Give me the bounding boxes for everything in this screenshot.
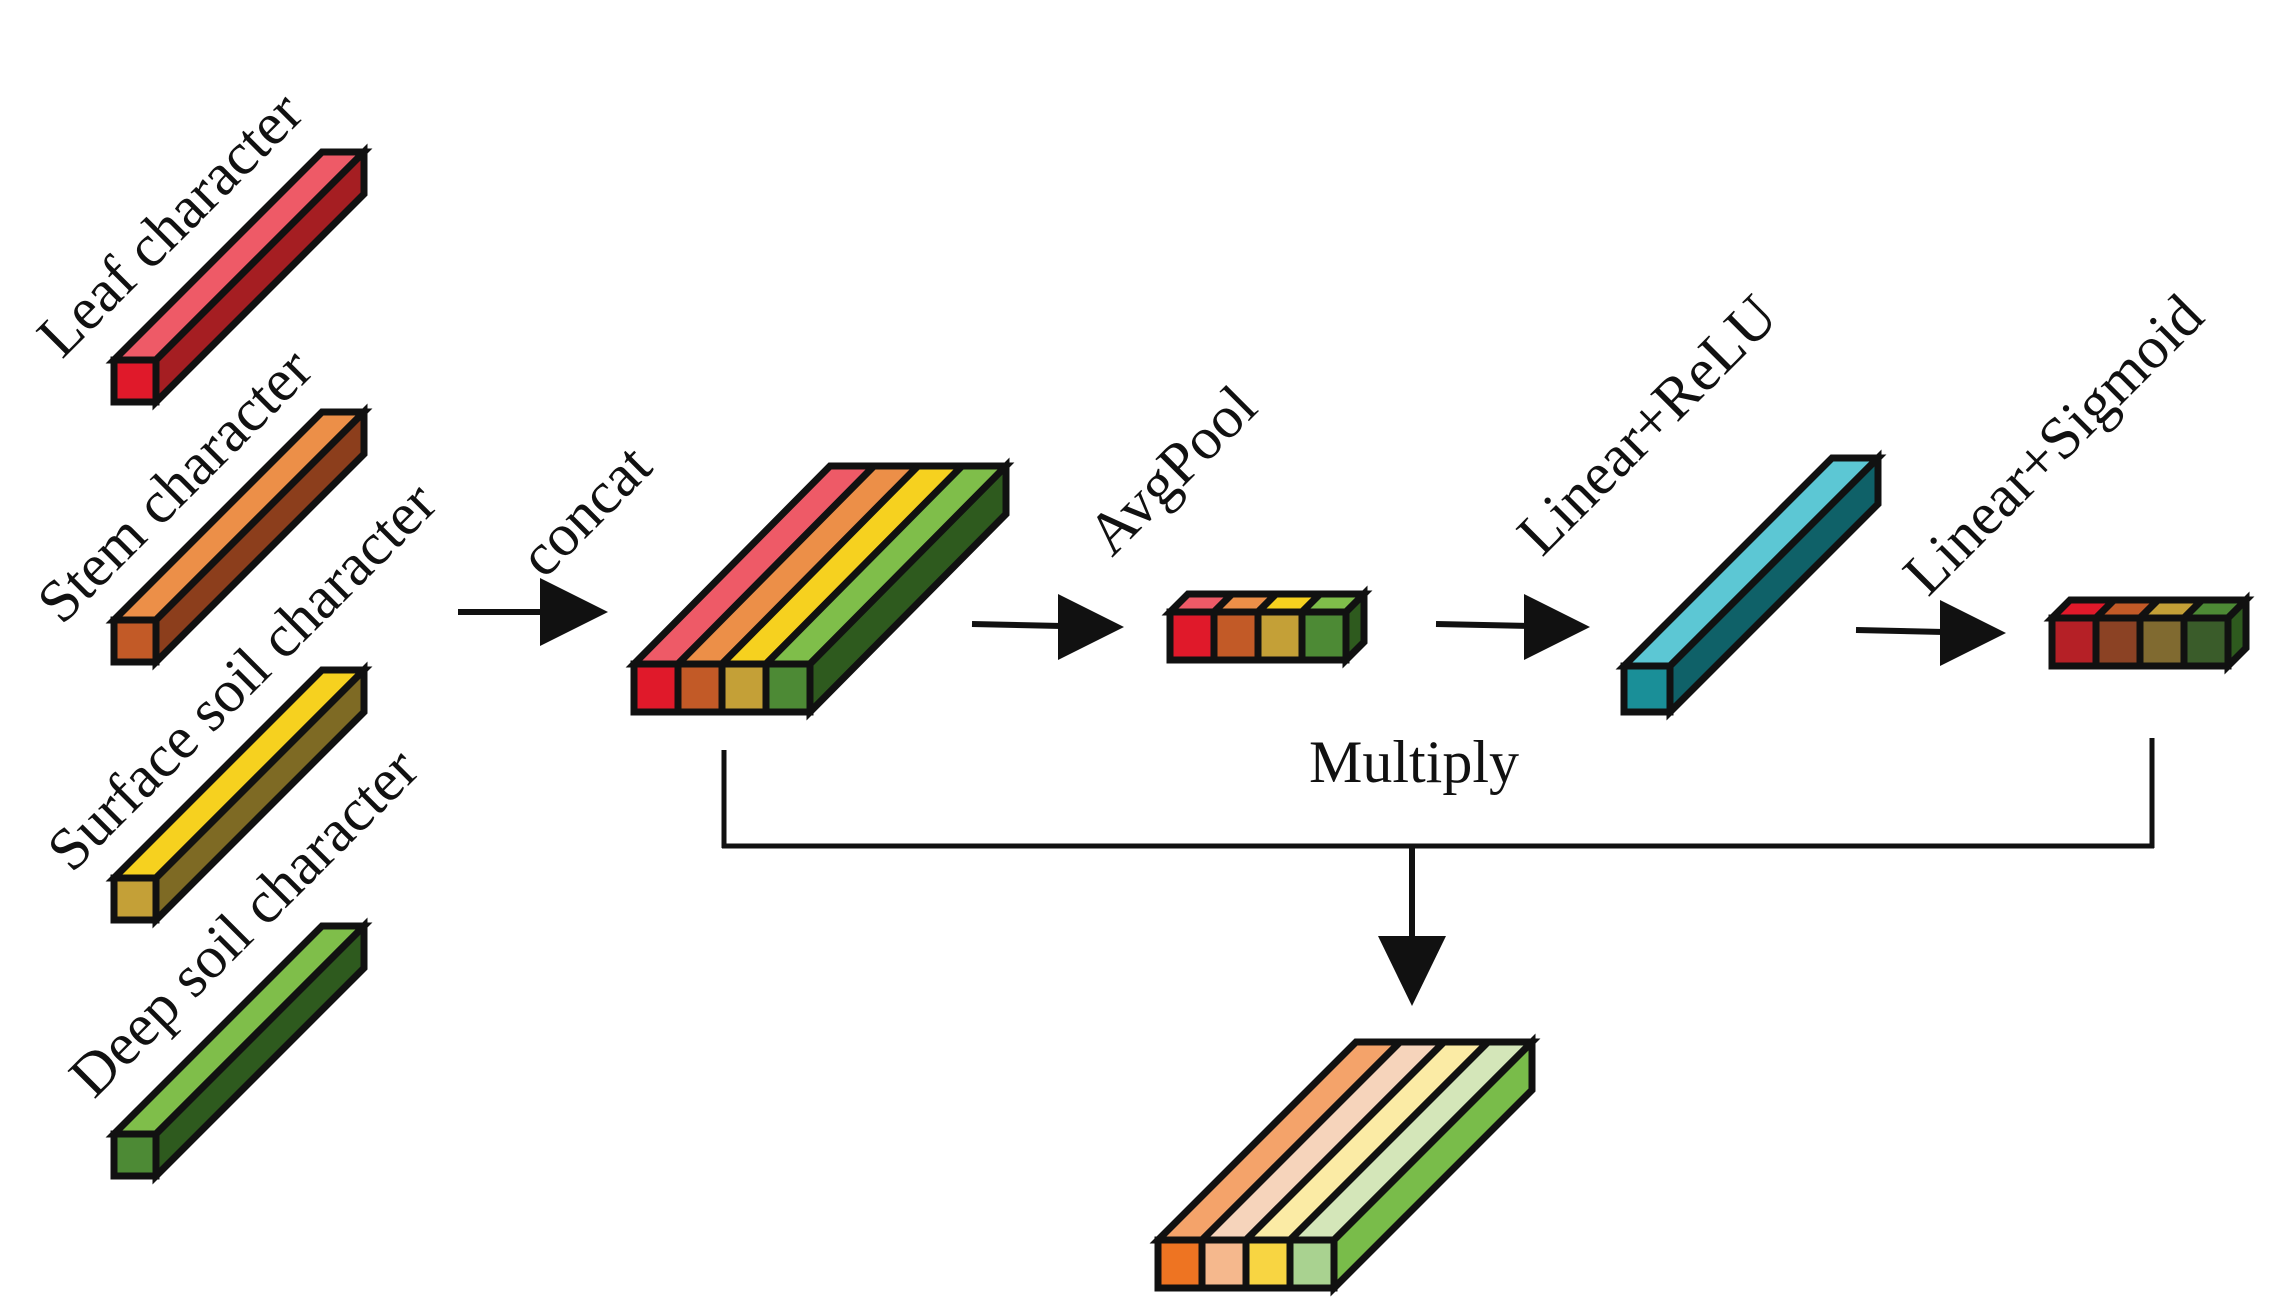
- deep-soil-character-bar: [105, 917, 373, 1185]
- stem-bar-front: [110, 616, 160, 666]
- arrow-right-icon: [540, 578, 608, 646]
- arrow-right-icon: [1940, 600, 2006, 666]
- avgpool-arrow: [971, 594, 1124, 660]
- arrow-down-icon: [1378, 936, 1446, 1006]
- linear-sigmoid-arrow: [1855, 600, 2006, 666]
- sigmoid-front-leaf: [2048, 614, 2100, 670]
- output-front-1: [1154, 1236, 1206, 1292]
- concat-label: concat: [507, 432, 665, 590]
- deep-bar-front: [110, 1130, 160, 1180]
- output-front-3: [1242, 1236, 1294, 1292]
- concat-front-surface: [718, 660, 770, 716]
- concatenated-feature-block: [625, 457, 1015, 721]
- arrow-right-icon: [1058, 594, 1124, 660]
- concat-front-stem: [674, 660, 726, 716]
- pooled-front-leaf: [1166, 608, 1218, 664]
- avgpool-label: AvgPool: [1075, 373, 1269, 567]
- pooled-front-deep: [1298, 608, 1350, 664]
- multiply-connector: [721, 738, 2155, 1006]
- output-front-4: [1286, 1236, 1338, 1292]
- relu-feature-bar: [1615, 449, 1887, 721]
- linear-sigmoid-label: Linear+Sigmoid: [1891, 282, 2216, 607]
- arrow-right-icon: [1524, 594, 1590, 660]
- pooled-front-surface: [1254, 608, 1306, 664]
- sigmoid-weight-block: [2043, 591, 2255, 675]
- output-front-2: [1198, 1236, 1250, 1292]
- sigmoid-front-surface: [2136, 614, 2188, 670]
- linear-relu-label: Linear+ReLU: [1505, 282, 1790, 567]
- concat-front-deep: [762, 660, 814, 716]
- leaf-character-bar: [105, 143, 373, 411]
- leaf-bar-front: [110, 356, 160, 406]
- linear-relu-arrow: [1435, 594, 1590, 660]
- concat-arrow: [458, 578, 608, 646]
- sigmoid-front-deep: [2180, 614, 2232, 670]
- pooled-front-stem: [1210, 608, 1262, 664]
- pooled-feature-block: [1161, 585, 1373, 669]
- surface-soil-character-bar: [105, 661, 373, 929]
- relu-bar-front: [1620, 662, 1674, 716]
- output-feature-block: [1149, 1033, 1541, 1297]
- surface-bar-front: [110, 874, 160, 924]
- sigmoid-front-stem: [2092, 614, 2144, 670]
- stem-character-bar: [105, 403, 373, 671]
- multiply-label: Multiply: [1309, 729, 1519, 795]
- concat-front-leaf: [630, 660, 682, 716]
